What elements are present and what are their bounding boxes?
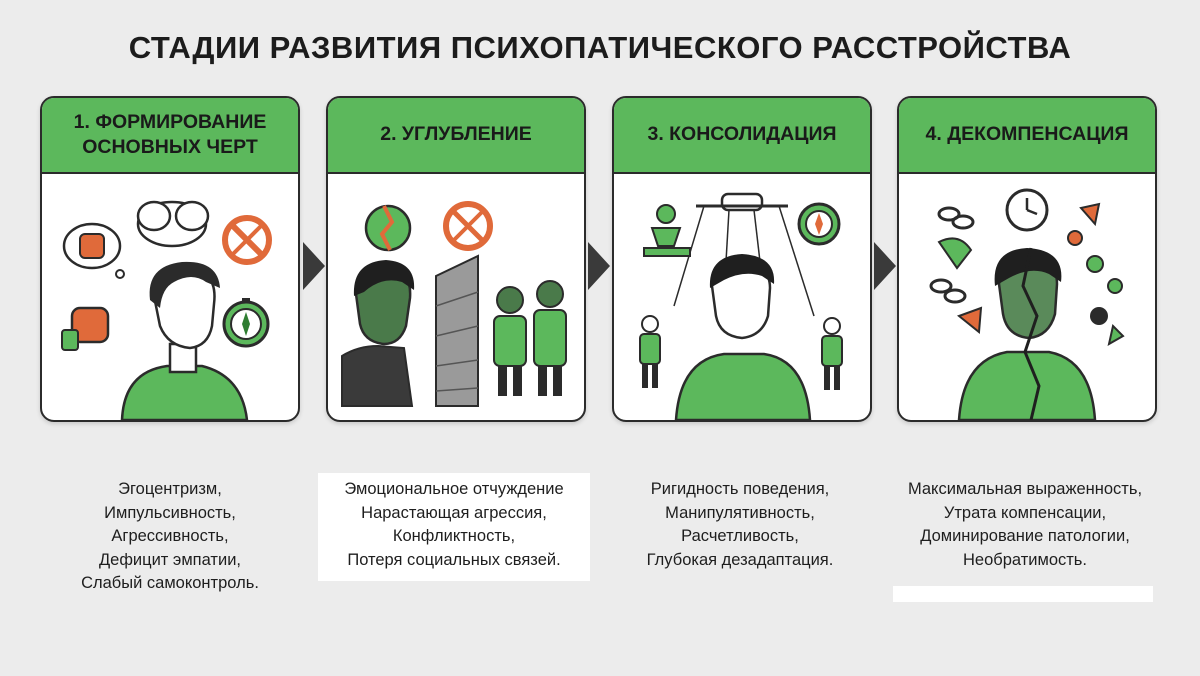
trait-text: Доминирование патологии, (920, 527, 1130, 545)
trait-text: Эмоциональное отчуждение (344, 480, 564, 498)
fist-icon (61, 306, 110, 351)
stage-4-traits: Максимальная выраженность, Утрата компен… (880, 478, 1170, 572)
trait-text: Потеря социальных связей. (347, 550, 561, 569)
trait-text: Утрата компенсации, (943, 503, 1107, 522)
stage-3-illustration (639, 192, 843, 420)
thought-cloud-icon (136, 200, 210, 248)
clock-icon (1005, 188, 1049, 232)
page-title: СТАДИИ РАЗВИТИЯ ПСИХОПАТИЧЕСКОГО РАССТРО… (128, 30, 1072, 65)
stage-4-illustration (929, 188, 1125, 420)
stage-1-header: 1. ФОРМИРОВАНИЕ ОСНОВНЫХ ЧЕРТ (42, 98, 298, 174)
angry-fist-thought-icon (62, 222, 125, 279)
trait-text: Необратимость. (963, 550, 1087, 569)
stage-1-title-line-2: ОСНОВНЫХ ЧЕРТ (82, 136, 258, 158)
puppet-hand-icon (673, 192, 815, 317)
trait-text: Дефицит эмпатии, (98, 550, 242, 569)
broken-chain-icon (929, 206, 975, 304)
trait-text: Максимальная выраженность, (907, 480, 1143, 498)
trait-text: Эгоцентризм, (118, 480, 222, 498)
stage-card-1: 1. ФОРМИРОВАНИЕ ОСНОВНЫХ ЧЕРТ (40, 96, 300, 422)
trait-text: Слабый самоконтроль. (81, 574, 259, 592)
compass-icon (797, 202, 841, 246)
trait-text: Нарастающая агрессия, (361, 503, 547, 522)
stage-3-header: 3. КОНСОЛИДАЦИЯ (614, 98, 870, 174)
trait-text: Импульсивность, (104, 503, 236, 522)
stage-card-4: 4. ДЕКОМПЕНСАЦИЯ (897, 96, 1157, 422)
isolated-person-icon (341, 260, 415, 407)
forbidden-sign-icon (222, 215, 272, 265)
small-puppet-right-icon (821, 317, 843, 390)
stage-1-traits: Эгоцентризм, Импульсивность, Агрессивнос… (25, 478, 315, 596)
highlight-bar (318, 473, 590, 581)
trait-text: Расчетливость, (681, 527, 799, 545)
trait-text: Глубокая дезадаптация. (646, 550, 834, 569)
arrow-right-3-icon (874, 242, 896, 290)
stage-2-illustration (341, 201, 567, 407)
stage-card-3: 3. КОНСОЛИДАЦИЯ (612, 96, 872, 422)
compass-icon (222, 298, 270, 348)
stage-card-2: 2. УГЛУБЛЕНИЕ (326, 96, 586, 422)
broken-heart-icon (364, 204, 412, 252)
stage-3-title: 3. КОНСОЛИДАЦИЯ (647, 123, 837, 146)
trait-text: Ригидность поведения, (650, 480, 830, 498)
person-profile-icon (120, 261, 249, 420)
distressed-person-icon (957, 247, 1097, 420)
trait-text: Конфликтность, (392, 527, 516, 545)
brick-wall-icon (435, 254, 479, 407)
stage-2-traits: Эмоциональное отчуждение Нарастающая агр… (309, 478, 599, 572)
puppeteer-person-icon (674, 254, 812, 420)
stage-1-illustration (61, 200, 272, 420)
stage-3-traits: Ригидность поведения, Манипулятивность, … (595, 478, 885, 572)
puppet-figure-icon (643, 204, 691, 257)
broken-pieces-icon (937, 202, 1125, 346)
arrow-right-1-icon (303, 242, 325, 290)
highlight-bar (893, 586, 1153, 602)
stage-1-title-line-1: 1. ФОРМИРОВАНИЕ (73, 110, 267, 133)
stage-4-title: 4. ДЕКОМПЕНСАЦИЯ (925, 123, 1129, 146)
stage-2-header: 2. УГЛУБЛЕНИЕ (328, 98, 584, 174)
trait-text: Манипулятивность, (665, 503, 815, 522)
stage-4-header: 4. ДЕКОМПЕНСАЦИЯ (899, 98, 1155, 174)
trait-text: Агрессивность, (111, 527, 229, 545)
group-people-icon (493, 280, 567, 396)
small-puppet-left-icon (639, 315, 661, 388)
forbidden-sign-icon (443, 201, 493, 251)
arrow-right-2-icon (588, 242, 610, 290)
stage-2-title: 2. УГЛУБЛЕНИЕ (380, 123, 532, 146)
